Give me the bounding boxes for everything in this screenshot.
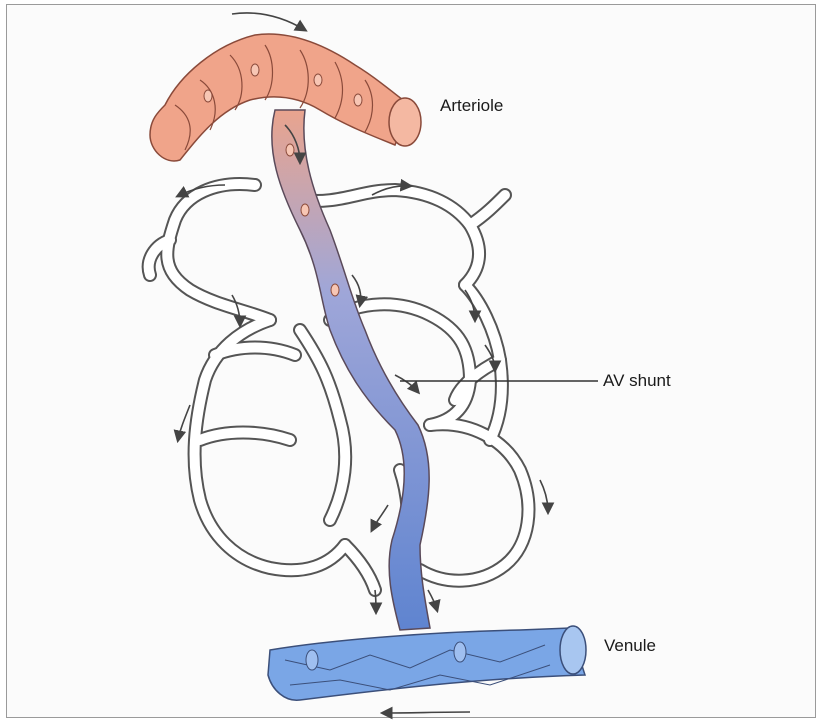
arteriole-label: Arteriole [440,96,503,116]
av-shunt-label: AV shunt [603,371,671,391]
capillary-network [149,184,529,590]
venule-label: Venule [604,636,656,656]
venule [268,626,586,700]
